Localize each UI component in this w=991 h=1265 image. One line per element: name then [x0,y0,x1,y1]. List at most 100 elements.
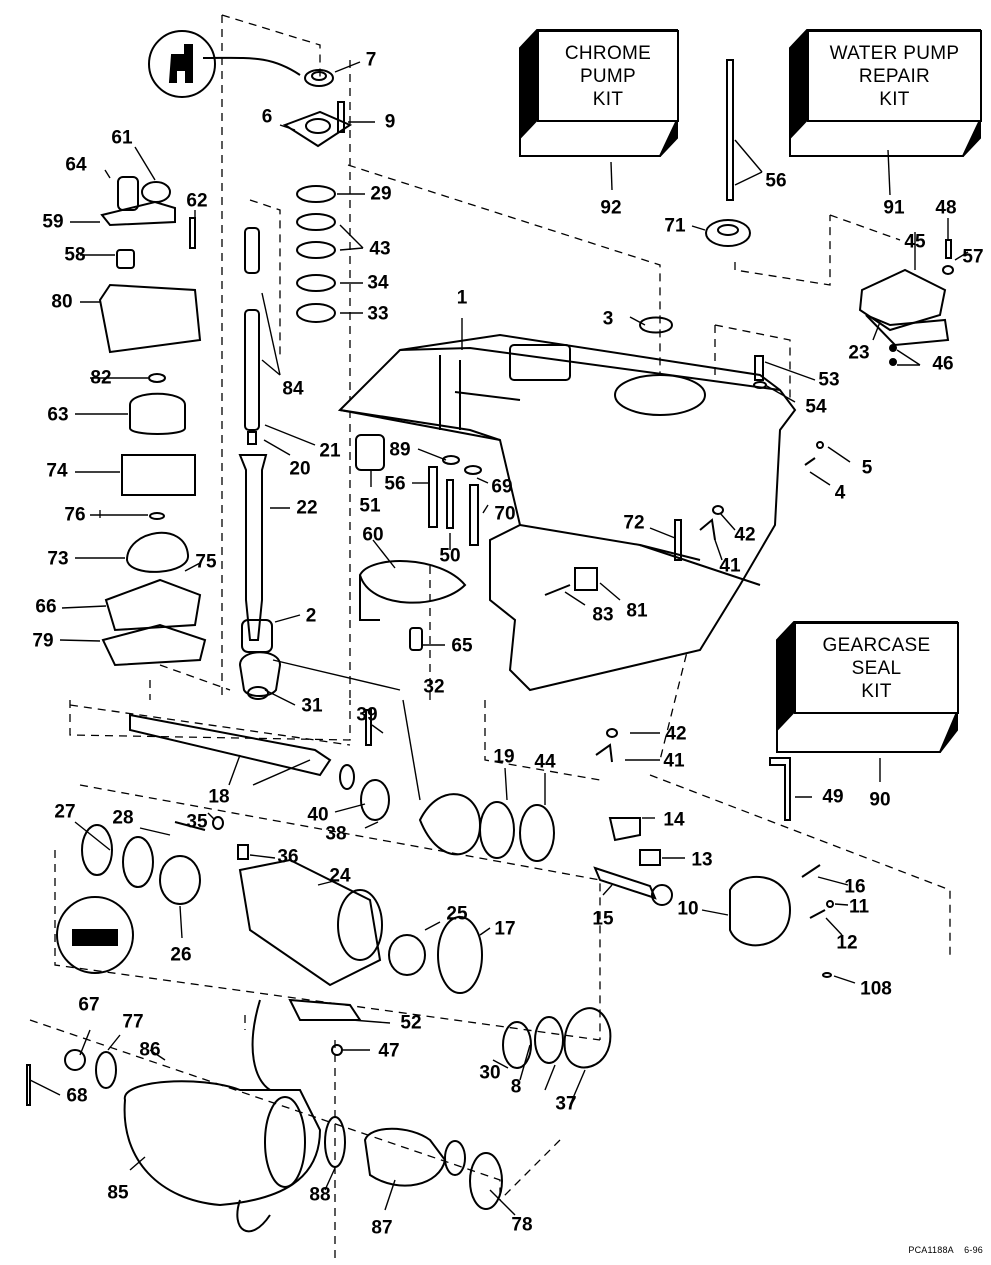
callout-part[interactable]: 63 [47,404,69,426]
callout-part[interactable]: 58 [64,244,86,266]
callout-part[interactable]: 38 [325,823,347,845]
callout-part[interactable]: 3 [602,308,614,330]
callout-part[interactable]: 62 [186,190,208,212]
callout-part[interactable]: 61 [111,127,133,149]
callout-part[interactable]: 50 [439,545,461,567]
callout-part[interactable]: 16 [844,876,866,898]
callout-part[interactable]: 60 [362,524,384,546]
callout-part[interactable]: 13 [691,849,713,871]
callout-part[interactable]: 56 [765,170,787,192]
callout-part[interactable]: 22 [296,497,318,519]
callout-part[interactable]: 46 [932,353,954,375]
callout-part[interactable]: 1 [456,287,468,309]
callout-part[interactable]: 78 [511,1214,533,1236]
callout-part[interactable]: 73 [47,548,69,570]
callout-part[interactable]: 4 [834,482,846,504]
callout-part[interactable]: 14 [663,809,685,831]
callout-part[interactable]: 33 [367,303,389,325]
callout-part[interactable]: 20 [289,458,311,480]
callout-part[interactable]: 25 [446,903,468,925]
callout-part[interactable]: 6 [261,106,273,128]
callout-part[interactable]: 89 [389,439,411,461]
propeller-shaft-assembly [56,709,612,1069]
callout-part[interactable]: 59 [42,211,64,233]
callout-part[interactable]: 65 [451,635,473,657]
callout-part[interactable]: 5 [861,457,873,479]
callout-part[interactable]: 34 [367,272,389,294]
callout-part[interactable]: 32 [423,676,445,698]
callout-part[interactable]: 66 [35,596,57,618]
callout-part[interactable]: 85 [107,1182,129,1204]
propeller-parts [26,999,503,1233]
callout-part[interactable]: 39 [356,704,378,726]
callout-part[interactable]: 72 [623,512,645,534]
callout-part[interactable]: 75 [195,551,217,573]
callout-part[interactable]: 28 [112,807,134,829]
callout-part[interactable]: 64 [65,154,87,176]
callout-part[interactable]: 56 [384,473,406,495]
callout-part[interactable]: 11 [848,896,870,918]
callout-part[interactable]: 29 [370,183,392,205]
callout-part[interactable]: 12 [836,932,858,954]
callout-part[interactable]: 44 [534,751,556,773]
callout-part[interactable]: 18 [208,786,230,808]
callout-part[interactable]: 67 [78,994,100,1016]
callout-part[interactable]: 81 [626,600,648,622]
callout-part[interactable]: 71 [664,215,686,237]
callout-part[interactable]: 92 [600,197,622,219]
callout-part[interactable]: 42 [665,723,687,745]
callout-part[interactable]: 7 [365,49,377,71]
callout-part[interactable]: 37 [555,1093,577,1115]
callout-part[interactable]: 52 [400,1012,422,1034]
callout-part[interactable]: 15 [592,908,614,930]
callout-part[interactable]: 88 [309,1184,331,1206]
callout-part[interactable]: 82 [90,367,112,389]
callout-part[interactable]: 9 [384,111,396,133]
driveshaft [238,227,282,700]
callout-part[interactable]: 87 [371,1217,393,1239]
callout-part[interactable]: 48 [935,197,957,219]
callout-part[interactable]: 54 [805,396,827,418]
callout-part[interactable]: 45 [904,231,926,253]
callout-part[interactable]: 19 [493,746,515,768]
callout-part[interactable]: 21 [319,440,341,462]
callout-part[interactable]: 26 [170,944,192,966]
callout-part[interactable]: 108 [860,978,892,1000]
callout-part[interactable]: 2 [305,605,317,627]
callout-part[interactable]: 41 [719,555,741,577]
callout-part[interactable]: 17 [494,918,516,940]
callout-part[interactable]: 53 [818,369,840,391]
callout-part[interactable]: 23 [848,342,870,364]
callout-part[interactable]: 74 [46,460,68,482]
callout-part[interactable]: 43 [369,238,391,260]
callout-part[interactable]: 10 [677,898,699,920]
callout-part[interactable]: 84 [282,378,304,400]
callout-part[interactable]: 69 [491,476,513,498]
callout-part[interactable]: 57 [962,246,984,268]
callout-part[interactable]: 24 [329,865,351,887]
callout-part[interactable]: 49 [822,786,844,808]
callout-part[interactable]: 35 [186,811,208,833]
callout-part[interactable]: 68 [66,1085,88,1107]
callout-part[interactable]: 36 [277,846,299,868]
callout-part[interactable]: 91 [883,197,905,219]
callout-part[interactable]: 31 [301,695,323,717]
callout-part[interactable]: 47 [378,1040,400,1062]
callout-part[interactable]: 77 [122,1011,144,1033]
callout-part[interactable]: 83 [592,604,614,626]
callout-part[interactable]: 42 [734,524,756,546]
drawing-code: PCA1188A [908,1245,954,1255]
callout-part[interactable]: 40 [307,804,329,826]
callout-part[interactable]: 76 [64,504,86,526]
callout-part[interactable]: 8 [510,1076,522,1098]
callout-part[interactable]: 30 [479,1062,501,1084]
callout-part[interactable]: 80 [51,291,73,313]
callout-part[interactable]: 70 [494,503,516,525]
callout-part[interactable]: 27 [54,801,76,823]
gearcase-seal-kit-label: GEARCASE SEAL KIT [822,634,931,702]
callout-part[interactable]: 90 [869,789,891,811]
callout-part[interactable]: 41 [663,750,685,772]
callout-part[interactable]: 79 [32,630,54,652]
callout-part[interactable]: 86 [139,1039,161,1061]
callout-part[interactable]: 51 [359,495,381,517]
